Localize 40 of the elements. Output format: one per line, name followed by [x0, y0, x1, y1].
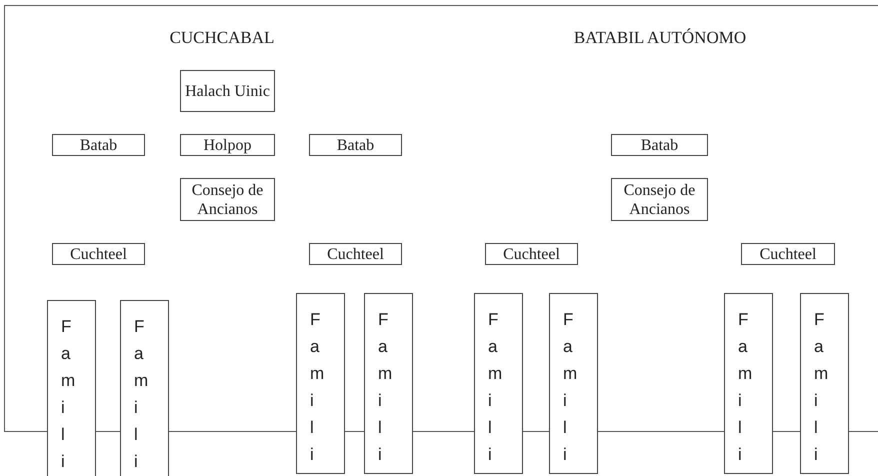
family-box [474, 293, 523, 474]
family-box [549, 293, 598, 474]
role-box [611, 178, 708, 221]
vertical-label: Famili [488, 309, 504, 466]
group-heading: BATABIL AUTÓNOMO [574, 28, 746, 48]
role-box [52, 134, 145, 156]
vertical-label: Famili [814, 309, 830, 466]
role-box [309, 134, 402, 156]
role-box [180, 178, 275, 221]
role-box [309, 243, 402, 265]
role-label: Cuchteel [70, 244, 127, 264]
family-box [800, 293, 849, 474]
vertical-label: Famili [378, 309, 394, 466]
role-label: Consejo de Ancianos [622, 180, 696, 218]
group-heading: CUCHCABAL [170, 28, 274, 48]
vertical-label: Famili [310, 309, 326, 466]
role-label: Batab [80, 136, 118, 154]
family-box [120, 300, 169, 476]
vertical-label: Famili [563, 309, 578, 466]
role-label: Halach Uinic [185, 82, 270, 100]
role-box [180, 70, 275, 112]
role-label: Batab [640, 136, 678, 154]
family-box [364, 293, 413, 474]
role-label: Cuchteel [503, 244, 560, 264]
role-label: Holpop [204, 136, 252, 154]
family-box [47, 300, 96, 476]
role-label: Batab [336, 136, 374, 154]
vertical-label: Famili [134, 316, 150, 473]
role-label: Consejo de Ancianos [190, 180, 264, 218]
role-label: Cuchteel [327, 244, 384, 264]
role-box [611, 134, 708, 156]
vertical-label: Famili [61, 316, 76, 473]
family-box [724, 293, 773, 474]
role-box [52, 243, 145, 265]
family-box [296, 293, 345, 474]
role-box [741, 243, 835, 265]
role-box [180, 134, 275, 156]
role-label: Cuchteel [760, 244, 816, 264]
role-box [485, 243, 578, 265]
vertical-label: Famili [738, 309, 754, 466]
